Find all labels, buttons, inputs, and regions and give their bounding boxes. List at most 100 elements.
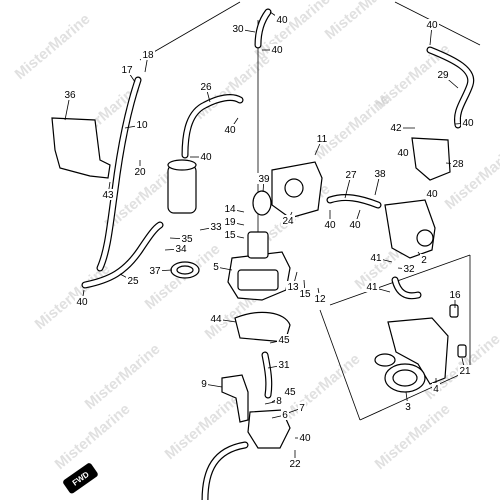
callout-40[interactable]: 40 (349, 220, 361, 231)
callout-40[interactable]: 40 (426, 189, 438, 200)
callout-16[interactable]: 16 (449, 290, 461, 301)
callout-backdrop (283, 386, 297, 397)
callout-backdrop (425, 188, 439, 199)
watermark-text: MisterMarine (372, 401, 454, 474)
callout-45[interactable]: 45 (284, 387, 296, 398)
callout-40[interactable]: 40 (76, 297, 88, 308)
callout-41[interactable]: 41 (366, 282, 378, 293)
callout-24[interactable]: 24 (282, 216, 294, 227)
callout-7[interactable]: 7 (299, 403, 305, 414)
callout-39[interactable]: 39 (258, 174, 270, 185)
callout-40[interactable]: 40 (299, 433, 311, 444)
callout-40[interactable]: 40 (224, 125, 236, 136)
callout-40[interactable]: 40 (397, 148, 409, 159)
callout-backdrop (298, 288, 312, 299)
callout-backdrop (174, 243, 188, 254)
bracket-4 (387, 317, 449, 385)
callout-33[interactable]: 33 (210, 222, 222, 233)
callout-backdrop (101, 189, 115, 200)
callout-backdrop (75, 296, 89, 307)
callout-backdrop (63, 89, 77, 100)
callout-43[interactable]: 43 (102, 190, 114, 201)
callout-42[interactable]: 42 (390, 123, 402, 134)
joint-28 (411, 137, 451, 181)
parts (51, 117, 467, 449)
callout-25[interactable]: 25 (127, 276, 139, 287)
callout-backdrop (420, 254, 428, 265)
callout-backdrop (451, 158, 465, 169)
callout-backdrop (223, 216, 237, 227)
callout-15[interactable]: 15 (299, 289, 311, 300)
callout-21[interactable]: 21 (459, 366, 471, 377)
callout-27[interactable]: 27 (345, 170, 357, 181)
callout-19[interactable]: 19 (224, 217, 236, 228)
callout-37[interactable]: 37 (149, 266, 161, 277)
callout-34[interactable]: 34 (175, 244, 187, 255)
callout-backdrop (298, 402, 306, 413)
callout-15[interactable]: 15 (224, 230, 236, 241)
callout-14[interactable]: 14 (224, 204, 236, 215)
callout-45[interactable]: 45 (278, 335, 290, 346)
callout-backdrop (199, 81, 213, 92)
callout-20[interactable]: 20 (134, 167, 146, 178)
callout-5[interactable]: 5 (213, 262, 219, 273)
callout-backdrop (365, 281, 379, 292)
callout-29[interactable]: 29 (437, 70, 449, 81)
callout-30[interactable]: 30 (232, 24, 244, 35)
callout-backdrop (281, 215, 295, 226)
callout-40[interactable]: 40 (276, 15, 288, 26)
callout-backdrop (180, 233, 194, 244)
callout-35[interactable]: 35 (181, 234, 193, 245)
callout-backdrop (200, 378, 208, 389)
callout-8[interactable]: 8 (276, 396, 282, 407)
callout-backdrop (448, 289, 462, 300)
callout-4[interactable]: 4 (433, 384, 439, 395)
callout-40[interactable]: 40 (200, 152, 212, 163)
fwd-badge: FWD (63, 463, 98, 494)
callout-12[interactable]: 12 (314, 294, 326, 305)
callout-13[interactable]: 13 (287, 282, 299, 293)
callout-31[interactable]: 31 (278, 360, 290, 371)
callout-backdrop (223, 124, 237, 135)
callout-9[interactable]: 9 (201, 379, 207, 390)
callout-backdrop (275, 14, 289, 25)
watermark-text: MisterMarine (12, 11, 94, 84)
callout-18[interactable]: 18 (142, 50, 154, 61)
callout-22[interactable]: 22 (289, 459, 301, 470)
callout-2[interactable]: 2 (421, 255, 427, 266)
callout-11[interactable]: 11 (317, 134, 328, 145)
callout-36[interactable]: 36 (64, 90, 76, 101)
callout-backdrop (373, 168, 387, 179)
callout-26[interactable]: 26 (200, 82, 212, 93)
callout-3[interactable]: 3 (405, 402, 411, 413)
callout-40[interactable]: 40 (271, 45, 283, 56)
callout-backdrop (257, 173, 271, 184)
callout-backdrop (436, 69, 450, 80)
callout-backdrop (231, 23, 245, 34)
bracket-9 (221, 374, 249, 423)
callout-44[interactable]: 44 (210, 314, 222, 325)
callout-6[interactable]: 6 (282, 410, 288, 421)
bracket-36 (51, 117, 111, 179)
callout-40[interactable]: 40 (324, 220, 336, 231)
callout-41[interactable]: 41 (370, 253, 382, 264)
callout-backdrop (199, 151, 213, 162)
callout-38[interactable]: 38 (374, 169, 386, 180)
callout-17[interactable]: 17 (121, 65, 133, 76)
callout-10[interactable]: 10 (136, 120, 148, 131)
callout-40[interactable]: 40 (426, 20, 438, 31)
watermark-text: MisterMarine (32, 261, 114, 334)
gasket-39 (252, 190, 272, 216)
callout-backdrop (270, 44, 284, 55)
callout-28[interactable]: 28 (452, 159, 464, 170)
callout-backdrop (277, 359, 291, 370)
callout-40[interactable]: 40 (462, 118, 474, 129)
callout-32[interactable]: 32 (403, 264, 415, 275)
watermark-text: MisterMarine (252, 0, 334, 63)
callout-backdrop (223, 203, 237, 214)
callout-backdrop (277, 334, 291, 345)
callout-backdrop (313, 293, 327, 304)
callout-backdrop (402, 263, 416, 274)
